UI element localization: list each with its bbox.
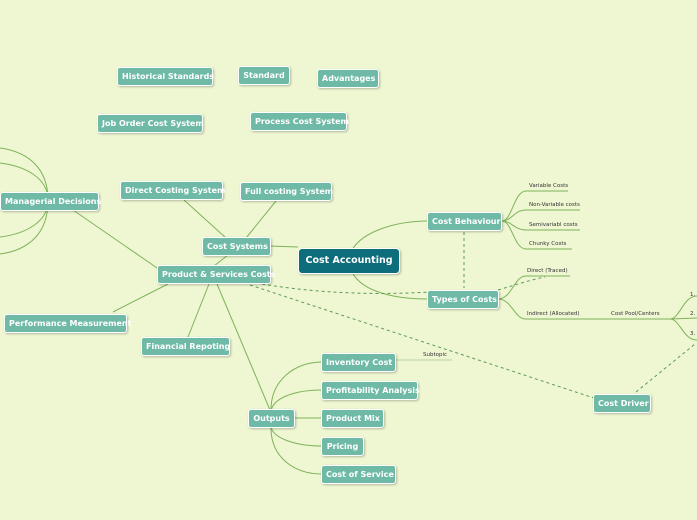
label-item-2[interactable]: 2. <box>690 311 696 317</box>
label-non-variable-costs[interactable]: Non-Variable costs <box>529 202 580 208</box>
node-performance-measurement[interactable]: Performance Measurement <box>4 314 131 333</box>
node-direct-costing-system[interactable]: Direct Costing System <box>120 181 225 200</box>
label-variable-costs[interactable]: Variable Costs <box>529 183 569 189</box>
node-inventory-cost[interactable]: Inventory Cost <box>321 353 396 372</box>
node-full-costing-system[interactable]: Full costing System <box>240 182 333 201</box>
node-cost-of-service[interactable]: Cost of Service <box>321 465 396 484</box>
label-cost-pool-centers[interactable]: Cost Pool/Centers <box>611 311 660 317</box>
node-standard[interactable]: Standard <box>238 66 290 85</box>
node-financial-repoting[interactable]: Financial Repoting <box>141 337 230 356</box>
node-cost-driver[interactable]: Cost Driver <box>593 394 651 413</box>
label-semivariable-costs[interactable]: Semivariabl costs <box>529 222 578 228</box>
root-node-cost-accounting[interactable]: Cost Accounting <box>298 248 400 274</box>
node-managerial-decisions[interactable]: Managerial Decisions <box>0 192 101 211</box>
node-process-cost-system[interactable]: Process Cost System <box>250 112 349 131</box>
label-direct-traced[interactable]: Direct (Traced) <box>527 268 568 274</box>
node-outputs[interactable]: Outputs <box>248 409 295 428</box>
label-item-3[interactable]: 3. <box>690 331 696 337</box>
node-historical-standards[interactable]: Historical Standards <box>117 67 214 86</box>
node-advantages[interactable]: Advantages <box>317 69 379 88</box>
label-chunky-costs[interactable]: Chunky Costs <box>529 241 567 247</box>
node-types-of-costs[interactable]: Types of Costs <box>427 290 499 309</box>
node-cost-behaviour[interactable]: Cost Behaviour <box>427 212 502 231</box>
node-profitability-analysis[interactable]: Profitability Analysis <box>321 381 420 400</box>
node-cost-systems[interactable]: Cost Systems <box>202 237 271 256</box>
label-subtopic[interactable]: Subtopic <box>423 352 448 358</box>
node-pricing[interactable]: Pricing <box>321 437 364 456</box>
node-product-services-costs[interactable]: Product & Services Costs <box>157 265 275 284</box>
label-indirect-allocated[interactable]: Indirect (Allocated) <box>527 311 580 317</box>
label-item-1[interactable]: 1. <box>690 292 696 298</box>
node-job-order-cost-system[interactable]: Job Order Cost System <box>97 114 204 133</box>
node-product-mix[interactable]: Product Mix <box>321 409 384 428</box>
